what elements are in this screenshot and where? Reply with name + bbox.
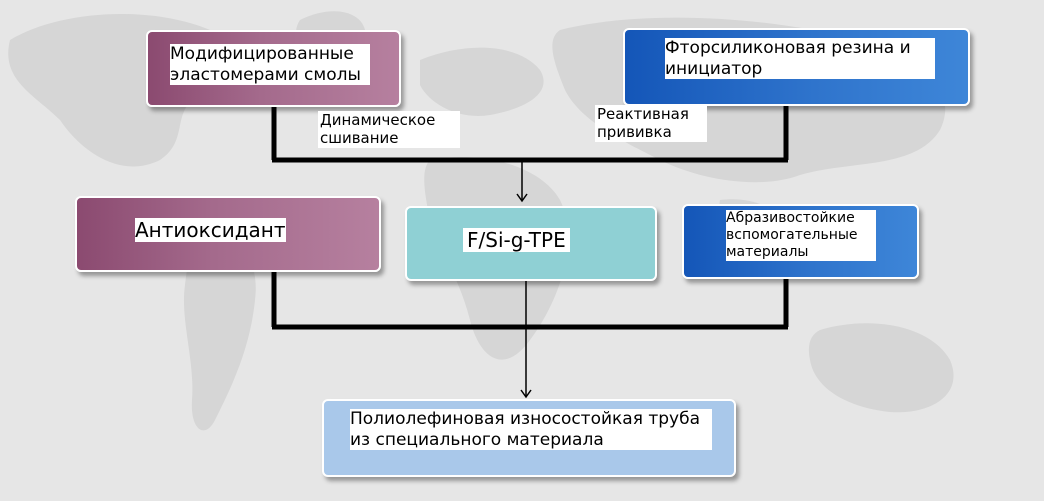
box-polyolefin-pipe: Полиолефиновая износостойкая труба из сп… [322,399,736,477]
box-fsi-tpe-label: F/Si-g-TPE [463,228,570,253]
box-fluorosilicone: Фторсиликоновая резина и инициатор [623,28,970,106]
edge-label-reactive-grafting: Реактивная прививка [595,105,707,142]
box-modified-elastomers-label: Модифицированные эластомерами смолы [170,44,370,86]
box-abrasion-auxiliaries: Абразивостойкие вспомогательные материал… [682,204,919,279]
box-fluorosilicone-label: Фторсиликоновая резина и инициатор [665,38,935,80]
box-antioxidant-label: Антиоксидант [135,218,286,243]
box-antioxidant: Антиоксидант [75,196,381,272]
arrow-top-head [516,193,528,203]
edge-label-dynamic-crosslinking: Динамическое сшивание [318,111,460,148]
box-polyolefin-pipe-label: Полиолефиновая износостойкая труба из сп… [350,409,712,451]
box-abrasion-auxiliaries-label: Абразивостойкие вспомогательные материал… [726,210,876,262]
box-modified-elastomers: Модифицированные эластомерами смолы [146,30,401,107]
box-fsi-tpe: F/Si-g-TPE [405,206,657,281]
arrow-bottom-head [520,389,532,399]
